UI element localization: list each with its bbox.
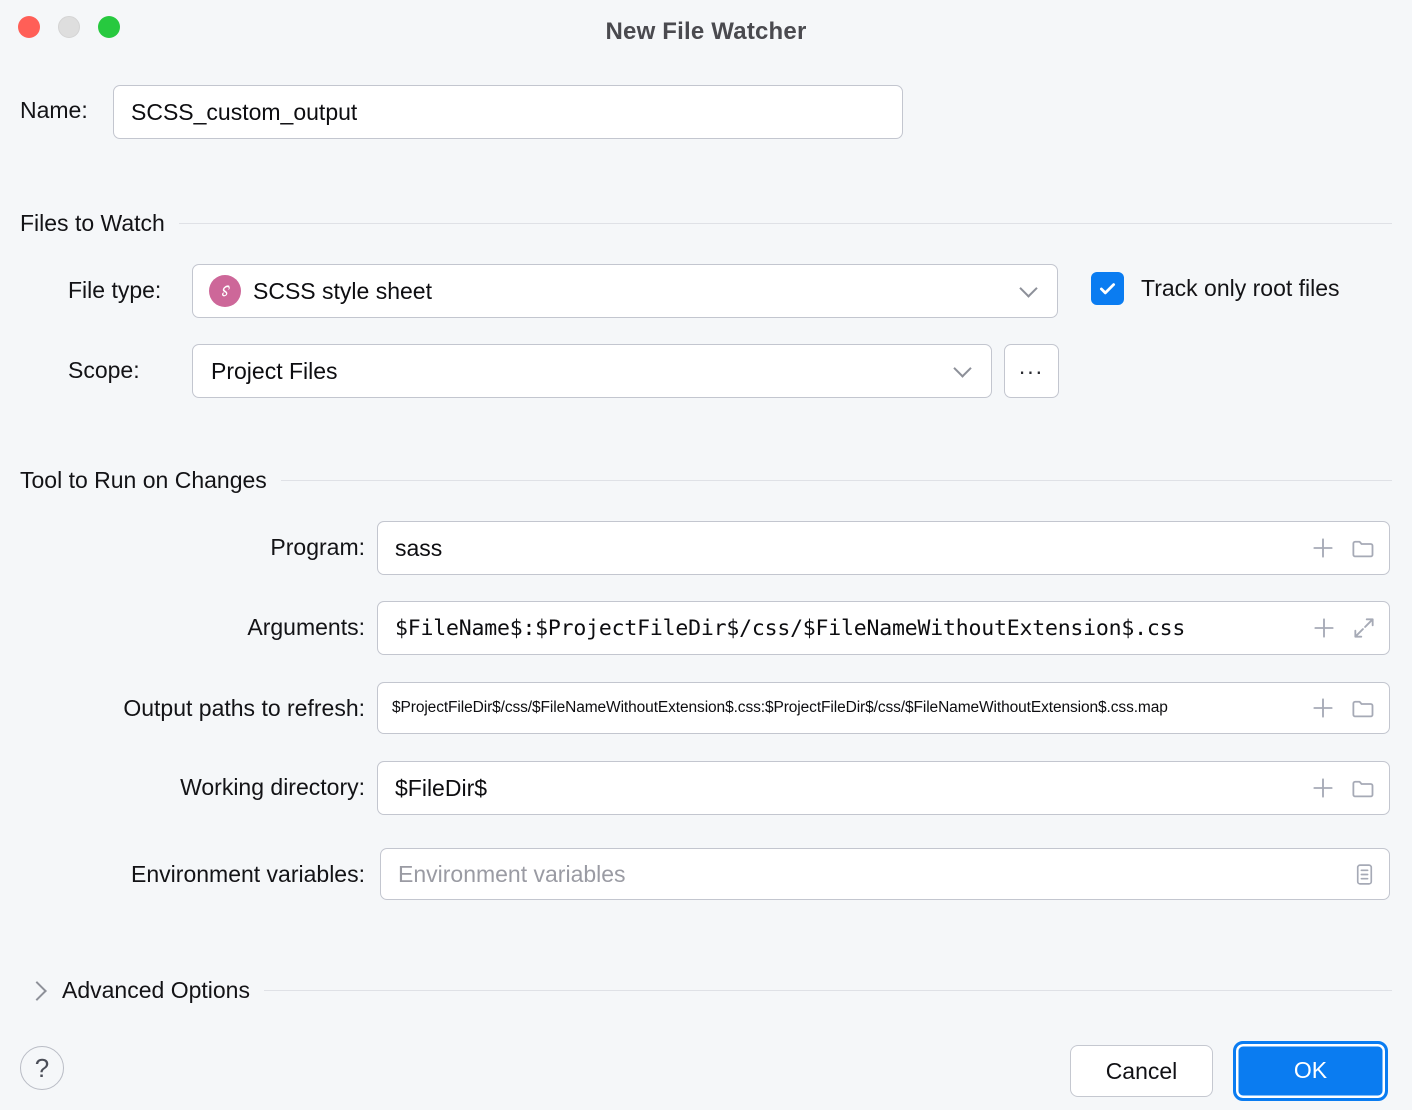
scope-value: Project Files xyxy=(211,357,338,384)
folder-icon[interactable] xyxy=(1350,695,1377,722)
files-to-watch-title: Files to Watch xyxy=(20,210,165,236)
scope-label: Scope: xyxy=(68,357,140,383)
working-directory-input[interactable]: $FileDir$ xyxy=(377,761,1390,815)
program-input-actions xyxy=(1304,522,1377,574)
list-editor-icon[interactable] xyxy=(1352,862,1377,887)
program-input-value: sass xyxy=(395,534,443,561)
file-type-label: File type: xyxy=(68,277,162,303)
working-directory-input-actions xyxy=(1304,762,1377,814)
name-label: Name: xyxy=(20,97,88,123)
cancel-button[interactable]: Cancel xyxy=(1070,1045,1213,1097)
arguments-input-actions xyxy=(1305,602,1377,654)
close-button[interactable] xyxy=(18,16,40,38)
output-paths-input-actions xyxy=(1304,683,1377,733)
program-label: Program: xyxy=(270,534,365,560)
track-only-root-files-label: Track only root files xyxy=(1141,275,1340,301)
output-paths-input[interactable]: $ProjectFileDir$/css/$FileNameWithoutExt… xyxy=(377,682,1390,734)
minimize-button[interactable] xyxy=(58,16,80,38)
window-controls xyxy=(18,16,120,38)
plus-icon[interactable] xyxy=(1310,775,1336,801)
checkbox-checked-icon xyxy=(1091,272,1124,305)
file-type-value: SCSS style sheet xyxy=(253,277,432,304)
folder-icon[interactable] xyxy=(1350,775,1377,802)
plus-icon[interactable] xyxy=(1311,615,1337,641)
plus-icon[interactable] xyxy=(1310,535,1336,561)
environment-variables-input[interactable]: Environment variables xyxy=(380,848,1390,900)
scope-combo[interactable]: Project Files xyxy=(192,344,992,398)
dialog-title: New File Watcher xyxy=(605,18,807,45)
plus-icon[interactable] xyxy=(1310,695,1336,721)
ok-button-label: OK xyxy=(1293,1056,1328,1083)
help-button[interactable]: ? xyxy=(20,1046,64,1090)
chevron-down-icon xyxy=(953,359,972,378)
name-input[interactable]: SCSS_custom_output xyxy=(113,85,903,139)
zoom-button[interactable] xyxy=(98,16,120,38)
section-divider xyxy=(280,480,1392,481)
working-directory-label: Working directory: xyxy=(180,774,365,800)
environment-variables-placeholder: Environment variables xyxy=(398,860,626,887)
file-type-combo[interactable]: SCSS style sheet xyxy=(192,264,1058,318)
track-only-root-files-checkbox[interactable]: Track only root files xyxy=(1091,272,1340,305)
tool-to-run-title: Tool to Run on Changes xyxy=(20,467,267,493)
advanced-options-section-header[interactable]: Advanced Options xyxy=(20,977,1392,1004)
chevron-down-icon xyxy=(1019,279,1038,298)
program-input[interactable]: sass xyxy=(377,521,1390,575)
cancel-button-label: Cancel xyxy=(1105,1057,1178,1084)
scss-icon xyxy=(209,275,241,307)
chevron-right-icon xyxy=(27,980,47,1001)
working-directory-input-value: $FileDir$ xyxy=(395,774,488,801)
question-mark-icon: ? xyxy=(34,1052,50,1083)
arguments-input-value: $FileName$:$ProjectFileDir$/css/$FileNam… xyxy=(395,615,1186,641)
ok-button[interactable]: OK xyxy=(1233,1041,1388,1101)
environment-variables-label: Environment variables: xyxy=(131,861,365,887)
tool-to-run-section-header: Tool to Run on Changes xyxy=(20,467,1392,494)
environment-variables-actions xyxy=(1346,849,1377,899)
arguments-input[interactable]: $FileName$:$ProjectFileDir$/css/$FileNam… xyxy=(377,601,1390,655)
name-input-value: SCSS_custom_output xyxy=(131,98,358,125)
advanced-options-label: Advanced Options xyxy=(62,977,250,1003)
scope-browse-button[interactable]: ... xyxy=(1004,344,1059,398)
output-paths-input-value: $ProjectFileDir$/css/$FileNameWithoutExt… xyxy=(392,699,1168,716)
arguments-label: Arguments: xyxy=(247,614,365,640)
section-divider xyxy=(263,990,1392,991)
folder-icon[interactable] xyxy=(1350,535,1377,562)
section-divider xyxy=(178,223,1392,224)
title-bar: New File Watcher xyxy=(0,0,1412,68)
expand-icon[interactable] xyxy=(1351,615,1377,641)
output-paths-label: Output paths to refresh: xyxy=(123,695,365,721)
files-to-watch-section-header: Files to Watch xyxy=(20,210,1392,237)
